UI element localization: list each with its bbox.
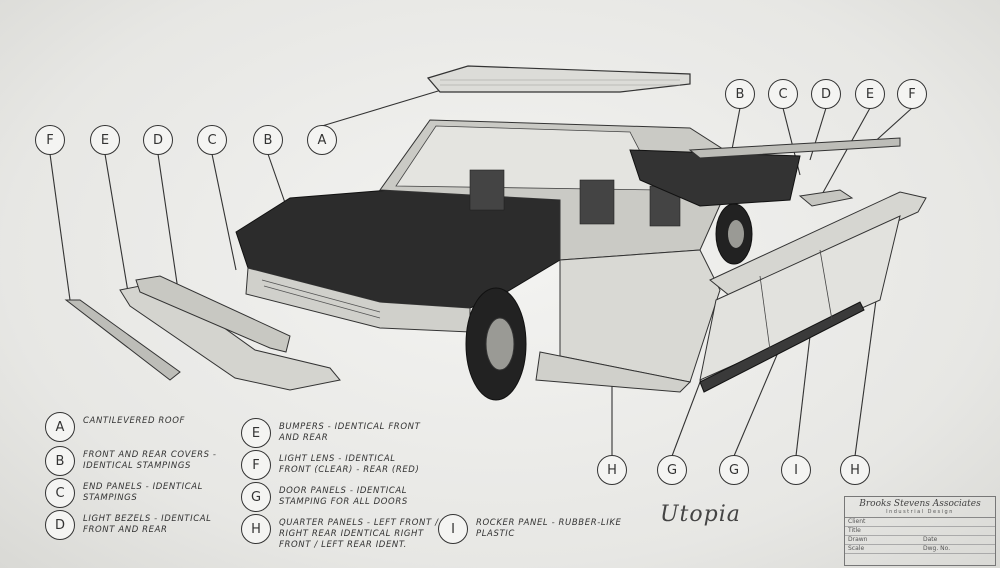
title-block-row: Client xyxy=(845,518,995,527)
title-block-row: Title xyxy=(845,527,995,536)
light-lens-front xyxy=(64,299,181,381)
callout-f-left: F xyxy=(35,125,65,155)
callout-g-left: G xyxy=(657,455,687,485)
callout-g-right: G xyxy=(719,455,749,485)
row-label-right: Date xyxy=(923,536,938,543)
door-panels xyxy=(709,191,927,297)
legend-letter: B xyxy=(45,446,75,476)
title-block-row: Scale Dwg. No. xyxy=(845,545,995,554)
callout-d-right: D xyxy=(811,79,841,109)
callout-f-right: F xyxy=(897,79,927,109)
callout-b-right: B xyxy=(725,79,755,109)
firm-name: Brooks Stevens Associates xyxy=(859,499,981,509)
callout-c-right: C xyxy=(768,79,798,109)
legend-item-e: E Bumpers - identical front and rear xyxy=(241,418,421,448)
legend-text: Quarter panels - left front / right rear… xyxy=(279,518,439,550)
legend-letter: E xyxy=(241,418,271,448)
legend-letter: A xyxy=(45,412,75,442)
legend-text: Cantilevered roof xyxy=(83,416,185,426)
legend-text: Light bezels - identical front and rear xyxy=(83,514,212,535)
legend-text: Rocker panel - rubber-like plastic xyxy=(476,518,622,539)
legend-item-h: H Quarter panels - left front / right re… xyxy=(241,514,451,551)
callout-d-left: D xyxy=(143,125,173,155)
legend-text: Door panels - identical stamping for all… xyxy=(279,486,408,507)
callout-c-left: C xyxy=(197,125,227,155)
quarter-panel-body xyxy=(559,249,721,383)
title-block-header: Brooks Stevens Associates Industrial Des… xyxy=(845,497,995,518)
legend-item-c: C End panels - identical stampings xyxy=(45,478,225,508)
row-label-right: Dwg. No. xyxy=(923,545,951,552)
roof-panel xyxy=(426,65,691,93)
legend-letter: H xyxy=(241,514,271,544)
legend-text: End panels - identical stampings xyxy=(83,482,203,503)
callout-b-left: B xyxy=(253,125,283,155)
light-bezel-front xyxy=(135,275,291,353)
light-bezel-rear xyxy=(798,189,854,207)
row-label: Title xyxy=(848,527,861,534)
row-label: Drawn xyxy=(848,536,868,543)
legend-item-f: F Light lens - identical front (clear) -… xyxy=(241,450,421,480)
legend-letter: I xyxy=(438,514,468,544)
title-block: Brooks Stevens Associates Industrial Des… xyxy=(844,496,996,566)
utopia-signature: Utopia xyxy=(660,502,741,527)
legend-item-b: B Front and rear covers - identical stam… xyxy=(45,446,235,476)
legend-text: Front and rear covers - identical stampi… xyxy=(83,450,217,471)
legend-letter: G xyxy=(241,482,271,512)
windshield xyxy=(395,125,661,191)
legend-letter: C xyxy=(45,478,75,508)
callout-e-right: E xyxy=(855,79,885,109)
rear-cover xyxy=(629,149,801,207)
seat xyxy=(469,169,505,211)
callout-i: I xyxy=(781,455,811,485)
title-block-row: Drawn Date xyxy=(845,536,995,545)
legend-item-g: G Door panels - identical stamping for a… xyxy=(241,482,441,512)
row-label: Scale xyxy=(848,545,865,552)
row-label: Client xyxy=(848,518,866,525)
legend-text: Bumpers - identical front and rear xyxy=(279,422,421,443)
light-lens-rear xyxy=(688,137,901,159)
legend-text: Light lens - identical front (clear) - r… xyxy=(279,454,420,475)
rocker-panel xyxy=(699,301,865,393)
callout-h-left: H xyxy=(597,455,627,485)
callout-e-left: E xyxy=(90,125,120,155)
legend-item-d: D Light bezels - identical front and rea… xyxy=(45,510,235,540)
legend-letter: F xyxy=(241,450,271,480)
leader-line xyxy=(49,153,71,301)
legend-item-i: I Rocker panel - rubber-like plastic xyxy=(438,514,628,544)
callout-h-right: H xyxy=(840,455,870,485)
callout-a: A xyxy=(307,125,337,155)
legend-item-a: A Cantilevered roof xyxy=(45,412,225,442)
legend-letter: D xyxy=(45,510,75,540)
firm-subtitle: Industrial Design xyxy=(886,509,954,515)
